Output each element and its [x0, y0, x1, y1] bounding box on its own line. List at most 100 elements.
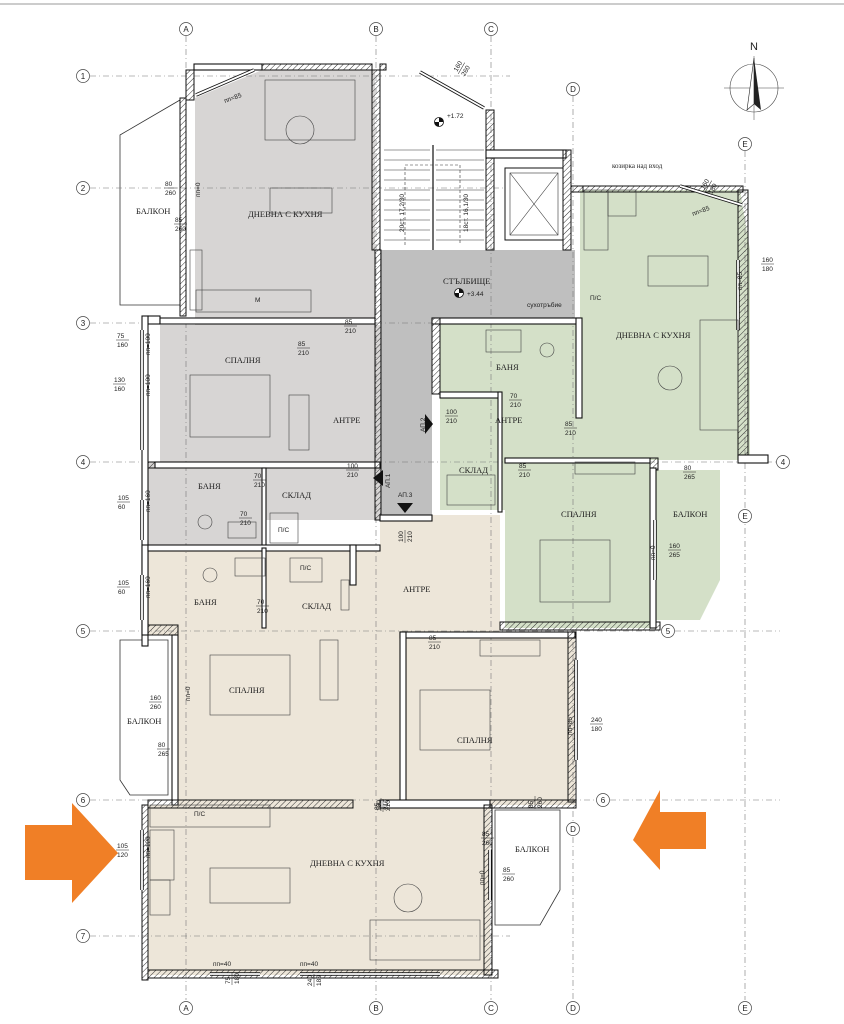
dimension-width: 70 — [254, 473, 262, 480]
washbasin — [227, 521, 257, 539]
axis-label-col: C — [488, 1004, 494, 1013]
kitchen-counter — [149, 804, 271, 828]
appliance-label: П/С — [300, 565, 311, 572]
dimension-width: 130 — [114, 377, 125, 384]
dimension-height: 210 — [519, 472, 530, 479]
wall — [159, 317, 376, 325]
axis-label-row: 5 — [81, 627, 86, 636]
wall — [497, 391, 503, 513]
washer — [289, 557, 323, 583]
wall — [562, 149, 572, 251]
axis-label-row: 7 — [81, 932, 86, 941]
dimension-height: 210 — [385, 800, 392, 811]
apt3-area — [148, 515, 575, 975]
axis-bubble-col-B: B — [369, 1001, 383, 1015]
dimension-width: 105 — [118, 495, 129, 502]
room-apt1-hall: АНТРЕ — [333, 415, 360, 425]
dining-table — [209, 867, 291, 904]
dimension-width: 70 — [257, 599, 265, 606]
room-apt3-hall: АНТРЕ — [403, 584, 430, 594]
wall — [374, 249, 382, 521]
axis-bubble-col-E: E — [738, 1001, 752, 1015]
dimension-height: 210 — [347, 472, 358, 479]
room-apt1-bath: БАНЯ — [198, 481, 221, 491]
toilet-icon — [197, 514, 213, 530]
dimension-width: 70 — [240, 511, 248, 518]
dimension-width: 100 — [446, 409, 457, 416]
room-apt2-balcony: БАЛКОН — [673, 509, 707, 519]
dimension-width: 70 — [510, 393, 518, 400]
room-apt3-storage: СКЛАД — [302, 601, 331, 611]
axis-bubble-row-5-right: 5 — [661, 624, 675, 638]
room-stair: СТЪЛБИЩЕ — [443, 276, 490, 286]
dimension-width: 85 — [519, 463, 527, 470]
room-apt1-living: ДНЕВНА С КУХНЯ — [248, 209, 323, 219]
appliance-label: П/С — [194, 811, 205, 818]
kitchen-counter — [195, 289, 312, 313]
room-apt2-living: ДНЕВНА С КУХНЯ — [616, 330, 691, 340]
wall — [399, 631, 407, 803]
axis-label-col: D — [570, 825, 576, 834]
axis-bubble-col-D: D — [566, 82, 580, 96]
dimension-width: 75 — [225, 976, 232, 984]
axis-label-col: C — [488, 25, 494, 34]
toilet-icon — [539, 342, 555, 358]
notes: козирка над вход сухотръбие 20ст. 17,2/3… — [399, 113, 663, 309]
axis-bubble-col-B: B — [369, 22, 383, 36]
sill-s10: пп=40 — [300, 961, 318, 968]
dimension-width: 75 — [117, 333, 125, 340]
dimension-width: 240 — [591, 717, 602, 724]
dimension-width: 85 — [374, 802, 381, 810]
wall — [349, 544, 357, 586]
bed — [209, 654, 291, 716]
wall — [261, 63, 373, 71]
dimension-width: 85 — [345, 319, 353, 326]
wall — [147, 799, 354, 809]
bathtub — [485, 329, 522, 353]
furniture: П/СП/СП/СП/СM — [149, 79, 739, 961]
axis-label-row: 3 — [81, 319, 86, 328]
dimension-height: 180 — [234, 973, 241, 984]
dimension-height: 180 — [316, 975, 323, 986]
wall — [371, 69, 381, 251]
sill-s2: пп=0 — [195, 182, 202, 197]
dimension-height: 210 — [383, 799, 390, 810]
dimension-width: 160 — [669, 543, 680, 550]
wall — [193, 63, 263, 71]
axis-label-col: D — [570, 1004, 576, 1013]
axis-bubble-col-E: E — [738, 137, 752, 151]
note-canopy: козирка над вход — [612, 162, 663, 170]
axis-label-row: 1 — [81, 72, 86, 81]
axis-label-col: A — [183, 1004, 189, 1013]
axis-bubble-col-D: D — [566, 1001, 580, 1015]
dimension-width: 100 — [376, 800, 383, 811]
level-stair: +3.44 — [467, 291, 484, 298]
appliance-label: M — [255, 297, 260, 304]
wall — [141, 315, 149, 647]
dimension-d20: 85 210 — [374, 798, 390, 811]
axis-label-col: E — [742, 140, 747, 149]
room-apt3-bedroom-east: СПАЛНЯ — [457, 735, 493, 745]
sill-s8: пп=120 — [145, 836, 152, 858]
cooktop — [607, 189, 637, 217]
wall — [179, 97, 187, 317]
dimension-height: 120 — [117, 852, 128, 859]
dimension-height: 210 — [345, 328, 356, 335]
dimension-height: 260 — [165, 190, 176, 197]
entry-ap1: АП.1 — [385, 473, 392, 488]
